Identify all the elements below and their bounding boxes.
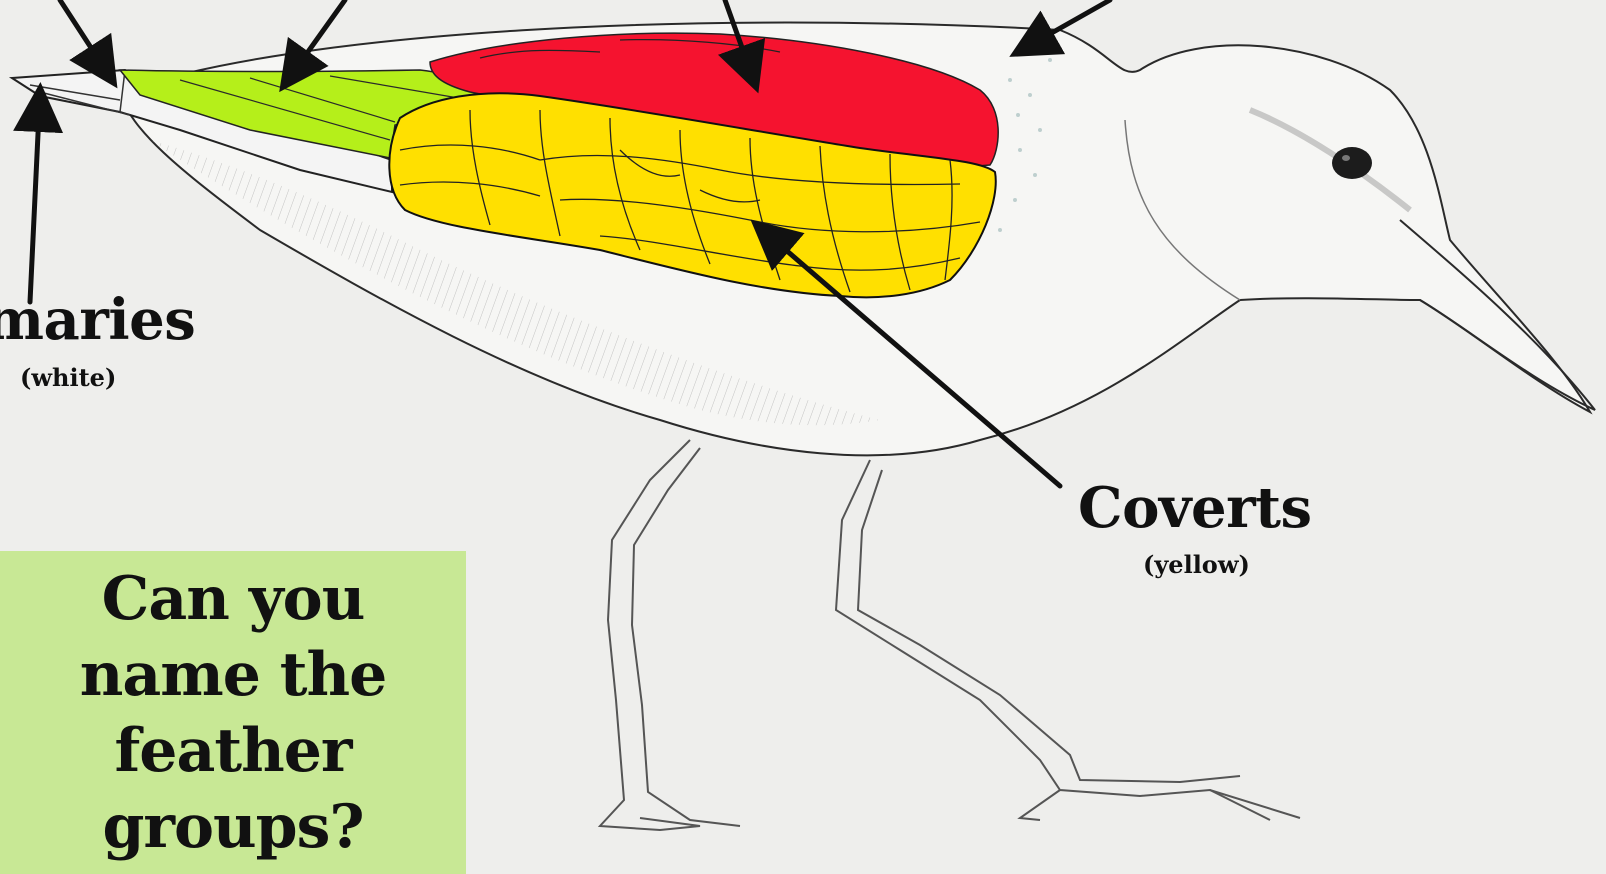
question-line: feather [115,713,352,789]
question-line: Can you [102,561,365,637]
question-box: Can you name the feather groups? [0,551,466,874]
question-line: name the [80,637,387,713]
question-line: groups? [102,789,363,865]
primaries-label: imaries [0,292,195,348]
coverts-color-note: (yellow) [1143,553,1250,577]
eye-icon [1332,147,1372,179]
arrow-primaries [30,92,40,302]
primaries-color-note: (white) [20,366,116,390]
arrow-primaries-top [60,0,112,80]
coverts-label: Coverts [1078,480,1312,536]
